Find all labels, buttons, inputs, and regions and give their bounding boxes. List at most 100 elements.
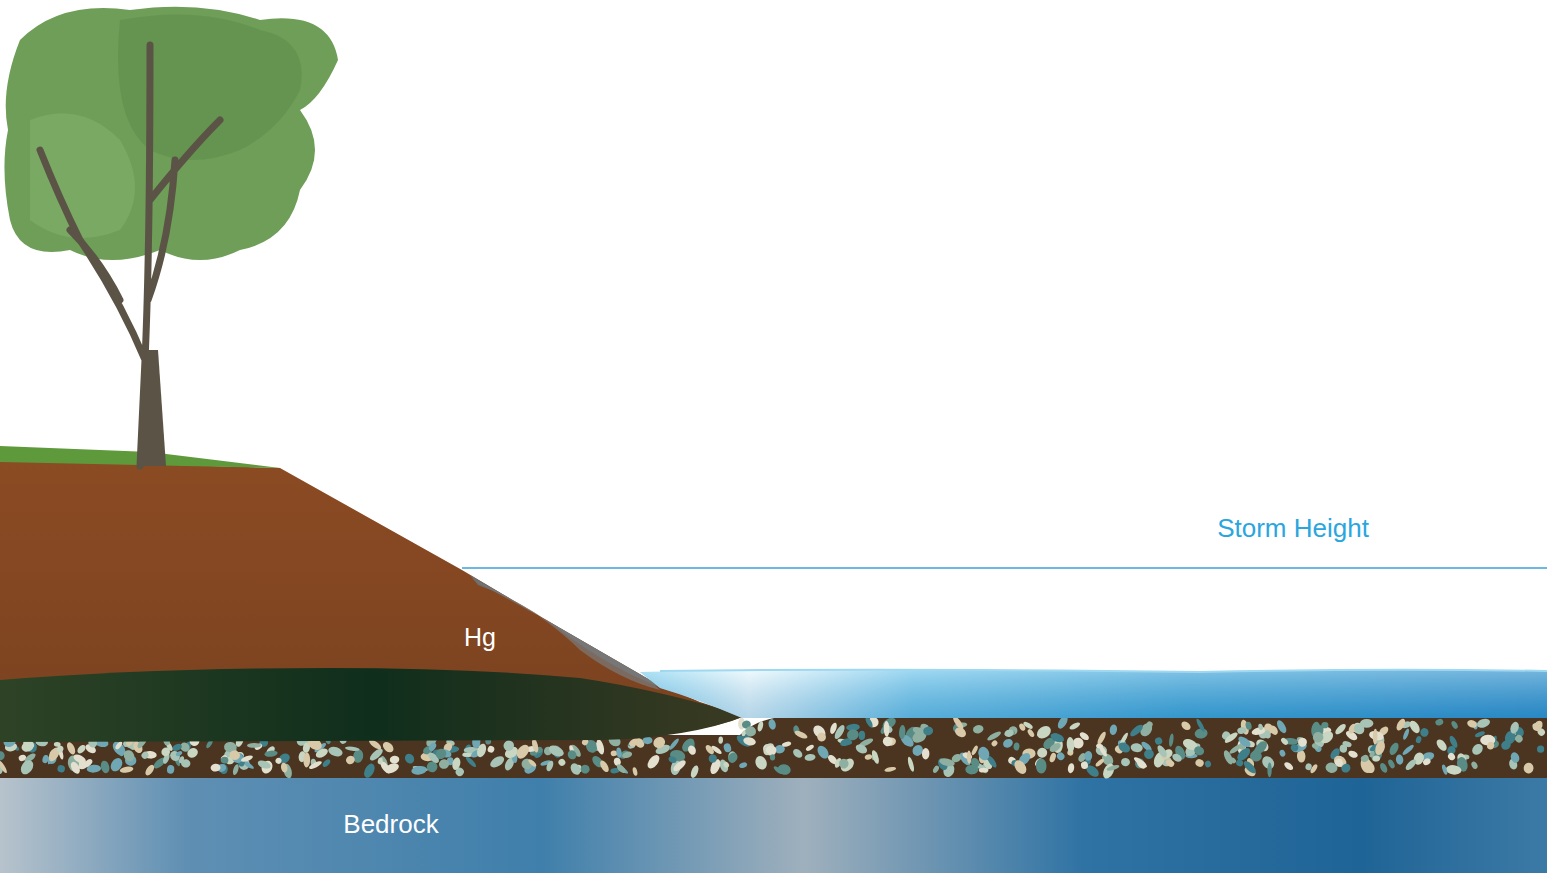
pebble [1171,752,1183,763]
pebble [1106,764,1120,772]
pebble [566,749,578,762]
pebble [1002,737,1015,749]
pebble [210,763,221,772]
pebble [1003,728,1014,738]
pebble [846,728,860,742]
pebble [1223,731,1239,745]
pebble [1204,760,1212,768]
pebble [1066,737,1075,753]
pebble [501,738,516,753]
pebble [1101,762,1117,780]
pebble [1133,756,1149,770]
pebble [1156,744,1169,759]
pebble [1372,755,1380,762]
pebble [303,752,310,767]
pebble [100,760,111,774]
pebble [1379,762,1389,774]
pebble [1283,761,1295,772]
pebble [1253,739,1270,756]
pebble [939,757,956,768]
pebble [579,763,591,775]
pebble [1312,731,1324,743]
pebble [122,748,137,763]
pebble [761,742,778,758]
pebble [838,756,856,774]
pebble [986,730,1002,742]
pebble [178,756,185,764]
pebble [1013,742,1020,751]
pebble [1237,726,1247,734]
pebble [1078,731,1090,742]
pebble [220,756,228,764]
pebble [434,747,449,762]
pebble [1193,745,1206,757]
pebble [1049,731,1065,744]
pebble [1245,721,1253,730]
pebble [922,726,933,736]
pebble [185,746,199,760]
pebble [1194,758,1204,768]
pebble [1154,736,1164,746]
pebble [965,765,978,775]
pebble [979,768,989,773]
pebble [761,741,776,757]
pebble [1422,757,1432,766]
pebble [229,750,241,761]
pebble [668,755,678,764]
pebble [403,752,416,765]
pebble [881,735,894,748]
pebble [167,765,175,775]
pebble [451,757,461,771]
pebble [1036,758,1047,773]
pebble [768,718,777,730]
pebble [757,720,765,732]
pebble [1195,718,1206,733]
pebble [689,764,700,778]
pebble [1408,719,1422,735]
pebble [1168,733,1174,747]
pebble [1347,749,1359,759]
pebble [264,750,278,758]
pebble [1387,759,1396,770]
pebble [781,741,791,748]
pebble [1121,758,1131,767]
pebble [1435,718,1445,726]
pebble [1067,763,1075,774]
pebble [723,742,733,753]
pebble [1258,723,1264,730]
pebble [76,743,87,755]
pebble [687,744,698,756]
pebble [1509,721,1520,735]
pebble [1441,764,1448,775]
pebble [745,726,757,737]
pebble [864,716,874,728]
pebble [1095,758,1106,768]
pebble [1268,724,1279,736]
pebble [972,724,984,734]
pebble [804,753,816,761]
pebble [345,754,356,765]
pebble [56,745,64,753]
pebble [632,767,638,776]
pebble [1402,728,1410,741]
pebble [83,758,94,769]
pebble [65,741,77,756]
pebble [615,763,627,775]
pebble [114,740,123,750]
pebble [1450,720,1459,730]
pebble [970,745,978,756]
pebble [773,765,784,775]
pebble [257,759,272,770]
pebble [907,756,916,772]
pebble [1267,762,1271,777]
pebble [1222,749,1235,766]
pebble [838,757,850,769]
pebble [1360,719,1374,728]
pebble [1035,723,1054,741]
pebble [1445,764,1462,775]
pebble [1420,728,1430,738]
pebble [389,755,399,764]
pebble [1532,722,1543,732]
pebble [1435,738,1449,753]
pebble [722,761,730,769]
